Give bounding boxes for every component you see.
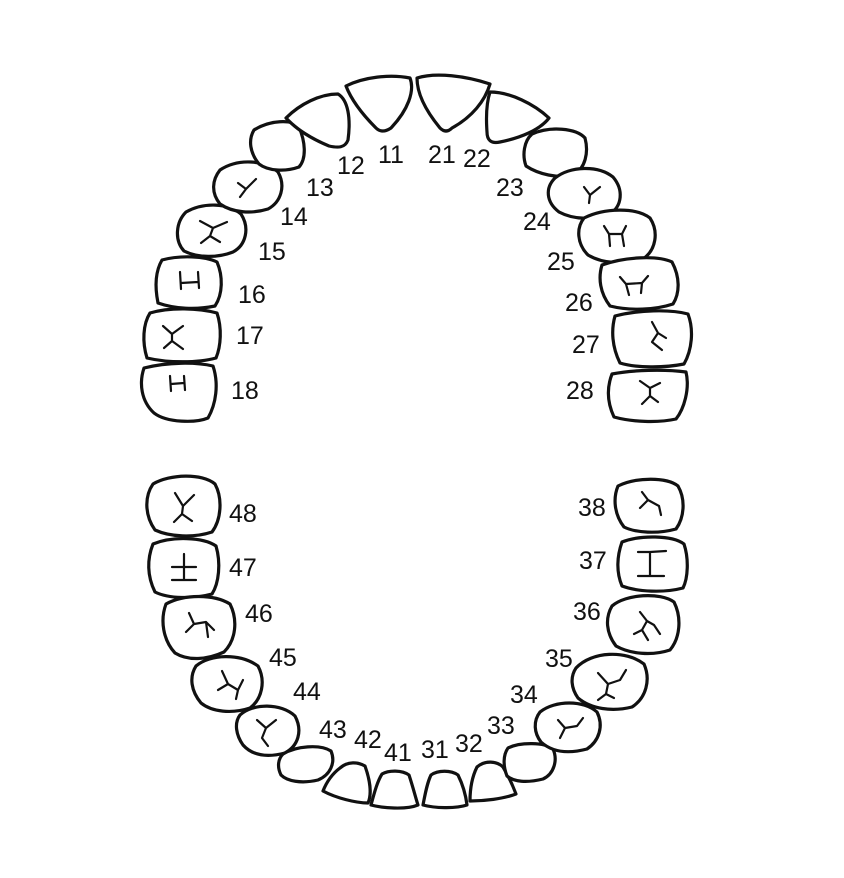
label-38: 38 <box>578 494 606 522</box>
tooth-42[interactable] <box>321 761 372 805</box>
tooth-36[interactable] <box>605 594 681 656</box>
label-15: 15 <box>258 238 286 266</box>
label-25: 25 <box>547 248 575 276</box>
label-18: 18 <box>231 377 259 405</box>
label-35: 35 <box>545 645 573 673</box>
tooth-35[interactable] <box>570 652 649 711</box>
tooth-41[interactable] <box>369 769 420 810</box>
label-13: 13 <box>306 174 334 202</box>
label-41: 41 <box>384 739 412 767</box>
tooth-16[interactable] <box>154 255 223 310</box>
label-21: 21 <box>428 141 456 169</box>
tooth-43[interactable] <box>276 745 335 784</box>
upper-arch <box>139 73 694 424</box>
tooth-11[interactable] <box>344 74 414 133</box>
label-43: 43 <box>319 716 347 744</box>
lower-arch <box>145 474 689 810</box>
label-17: 17 <box>236 322 264 350</box>
tooth-number-labels: 18 17 16 15 14 13 12 11 21 22 23 24 25 2… <box>229 141 607 767</box>
tooth-34[interactable] <box>533 701 602 754</box>
label-48: 48 <box>229 500 257 528</box>
tooth-22[interactable] <box>484 90 551 145</box>
label-44: 44 <box>293 678 321 706</box>
label-33: 33 <box>487 712 515 740</box>
tooth-21[interactable] <box>415 73 492 133</box>
tooth-25[interactable] <box>577 208 657 265</box>
tooth-37[interactable] <box>616 535 689 593</box>
label-31: 31 <box>421 736 449 764</box>
label-45: 45 <box>269 644 297 672</box>
tooth-44[interactable] <box>234 704 301 757</box>
label-14: 14 <box>280 203 308 231</box>
tooth-26[interactable] <box>598 256 680 311</box>
label-24: 24 <box>523 208 551 236</box>
label-27: 27 <box>572 331 600 359</box>
tooth-15[interactable] <box>175 203 248 258</box>
tooth-47[interactable] <box>147 536 221 600</box>
tooth-27[interactable] <box>611 309 694 369</box>
label-42: 42 <box>354 726 382 754</box>
label-12: 12 <box>337 152 365 180</box>
tooth-18[interactable] <box>139 361 218 423</box>
label-37: 37 <box>579 547 607 575</box>
label-47: 47 <box>229 554 257 582</box>
label-34: 34 <box>510 681 538 709</box>
label-26: 26 <box>565 289 593 317</box>
tooth-48[interactable] <box>145 474 222 538</box>
tooth-12[interactable] <box>284 92 351 149</box>
label-32: 32 <box>455 730 483 758</box>
label-36: 36 <box>573 598 601 626</box>
tooth-38[interactable] <box>613 477 685 534</box>
tooth-33[interactable] <box>502 742 557 783</box>
label-46: 46 <box>245 600 273 628</box>
tooth-31[interactable] <box>421 769 469 810</box>
label-28: 28 <box>566 377 594 405</box>
label-11: 11 <box>378 141 404 169</box>
tooth-46[interactable] <box>161 594 237 661</box>
tooth-28[interactable] <box>606 368 689 424</box>
tooth-45[interactable] <box>190 655 264 714</box>
label-23: 23 <box>496 174 524 202</box>
label-16: 16 <box>238 281 266 309</box>
tooth-17[interactable] <box>142 307 222 364</box>
label-22: 22 <box>463 145 491 173</box>
